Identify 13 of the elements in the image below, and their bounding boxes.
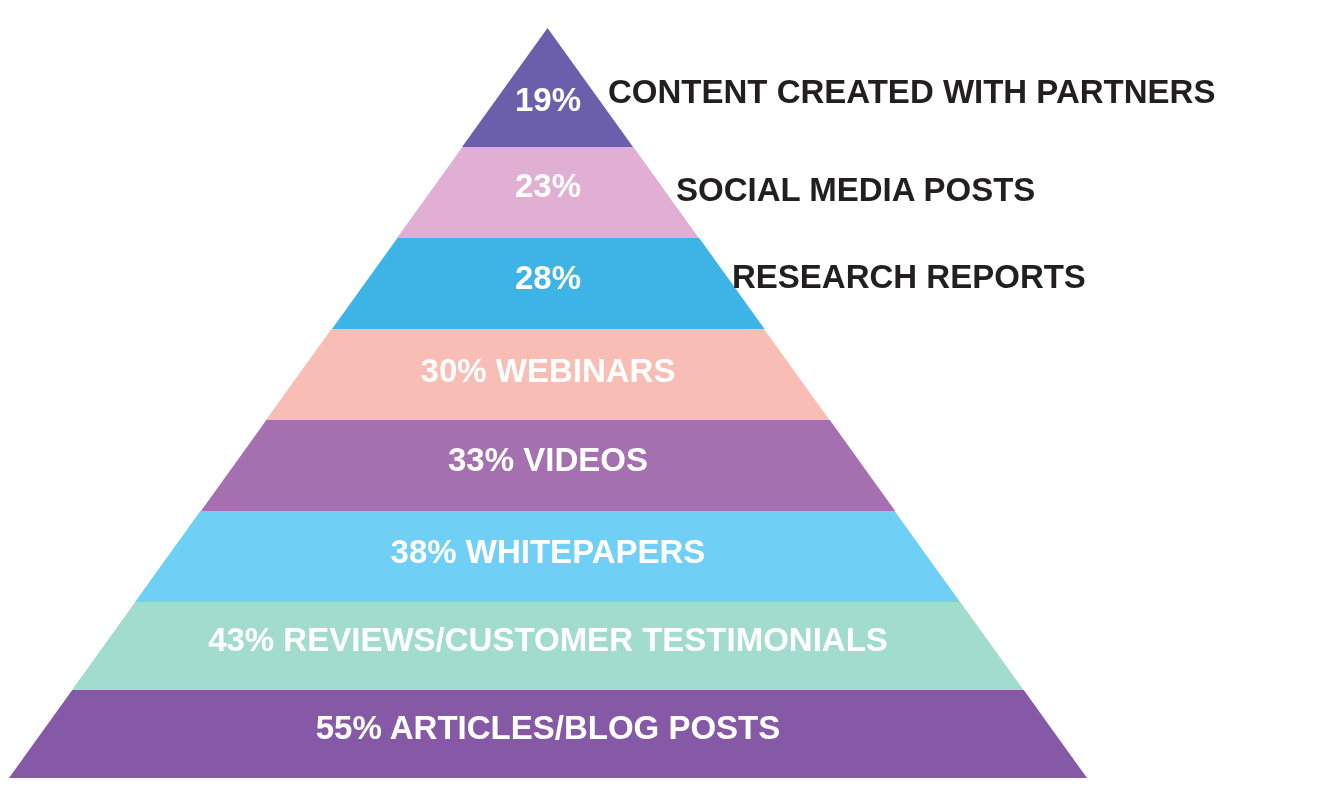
pyramid-band: [9, 690, 1087, 778]
band-label: RESEARCH REPORTS: [732, 258, 1086, 296]
band-label: CONTENT CREATED WITH PARTNERS: [608, 73, 1216, 111]
pyramid-band: [72, 602, 1024, 690]
pyramid-band: [266, 329, 830, 420]
band-text: 43% REVIEWS/CUSTOMER TESTIMONIALS: [207, 621, 889, 659]
pyramid-band: [200, 420, 896, 511]
pyramid-band: [135, 511, 961, 602]
band-text: 33% VIDEOS: [447, 441, 649, 479]
band-text: 55% ARTICLES/BLOG POSTS: [314, 709, 782, 747]
band-label: SOCIAL MEDIA POSTS: [676, 171, 1036, 209]
band-text: 38% WHITEPAPERS: [389, 533, 707, 571]
band-text: 30% WEBINARS: [419, 352, 677, 390]
